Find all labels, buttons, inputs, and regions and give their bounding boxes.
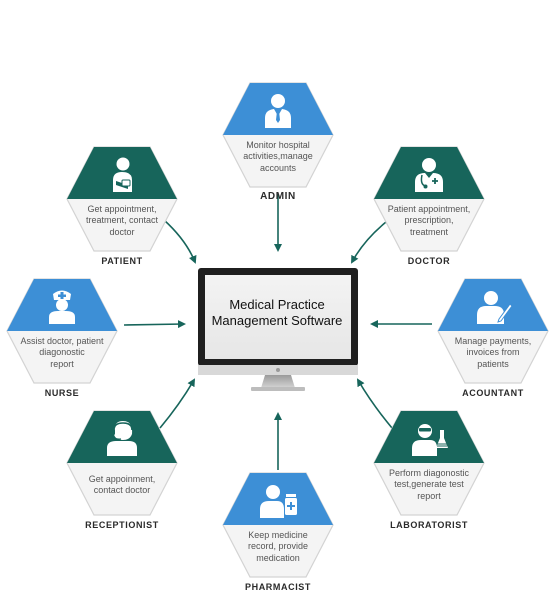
role-node-accountant: Manage payments, invoices from patients …: [437, 278, 549, 398]
arrow-nurse: [123, 320, 186, 329]
role-label: RECEPTIONIST: [85, 520, 159, 530]
hexagon-shape: [222, 472, 334, 578]
admin-icon: [265, 94, 291, 128]
arrow-laboratorist: [356, 378, 393, 429]
center-title-line1: Medical Practice: [229, 297, 325, 312]
pharmacist-icon: [260, 485, 297, 518]
role-node-laboratorist: Perform diagonostic test,generate test r…: [373, 410, 485, 530]
role-label: ACOUNTANT: [462, 388, 524, 398]
role-label: LABORATORIST: [390, 520, 468, 530]
role-label: DOCTOR: [407, 256, 451, 266]
arrow-receptionist: [159, 378, 196, 429]
role-label: NURSE: [44, 388, 80, 398]
monitor-icon: [198, 268, 358, 391]
role-description: Monitor hospital activities,manage accou…: [243, 139, 313, 173]
center-title: Medical Practice Management Software: [206, 297, 348, 329]
role-node-doctor: Patient appointment, prescription, treat…: [373, 146, 485, 266]
role-description: Manage payments, invoices from patients: [454, 335, 532, 369]
role-description: Get appointment, treatment, contact doct…: [85, 203, 159, 237]
arrow-patient: [163, 219, 197, 264]
role-node-admin: Monitor hospital activities,manage accou…: [222, 82, 334, 202]
role-label: PHARMACIST: [245, 582, 311, 592]
role-node-patient: Get appointment, treatment, contact doct…: [66, 146, 178, 266]
arrow-doctor: [351, 221, 387, 264]
patient-icon: [113, 157, 132, 192]
role-node-receptionist: Get appoinment, contact doctor RECEPTION…: [66, 410, 178, 530]
receptionist-icon: [107, 421, 137, 456]
role-label: PATIENT: [101, 256, 143, 266]
role-description: Perform diagonostic test,generate test r…: [388, 467, 470, 501]
role-label: ADMIN: [260, 191, 296, 202]
role-description: Patient appointment, prescription, treat…: [387, 203, 471, 237]
laboratorist-icon: [412, 424, 448, 456]
role-description: Keep medicine record, provide medication: [247, 529, 309, 563]
hexagon-shape: [222, 82, 334, 188]
nurse-icon: [49, 290, 75, 324]
role-description: Assist doctor, patient diagonostic repor…: [20, 335, 104, 369]
role-description: Get appoinment, contact doctor: [88, 473, 156, 496]
role-node-pharmacist: Keep medicine record, provide medication…: [222, 472, 334, 592]
accountant-icon: [477, 291, 513, 324]
doctor-icon: [415, 158, 443, 192]
hexagon-shape: [373, 410, 485, 516]
hexagon-shape: [373, 146, 485, 252]
role-node-nurse: Assist doctor, patient diagonostic repor…: [6, 278, 118, 398]
hexagon-shape: [437, 278, 549, 384]
center-title-line2: Management Software: [211, 313, 343, 328]
